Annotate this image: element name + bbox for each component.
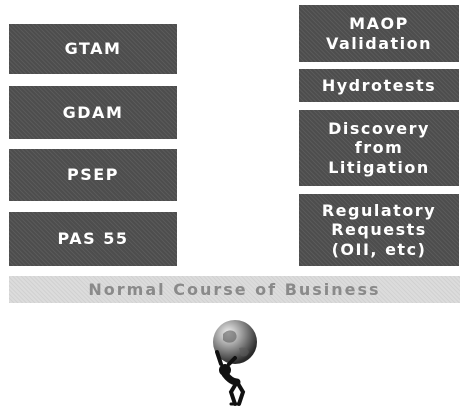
box-label-line: Validation [325, 33, 433, 53]
box-psep: PSEP [9, 149, 177, 201]
box-label-line: Regulatory [321, 201, 437, 221]
box-label-line: MAOP [349, 14, 409, 34]
box-discovery-litigation: Discovery from Litigation [299, 110, 459, 186]
foundation-bar: Normal Course of Business [9, 276, 460, 303]
box-label: GDAM [62, 102, 124, 122]
box-pas55: PAS 55 [9, 212, 177, 266]
foundation-bar-label: Normal Course of Business [88, 280, 381, 299]
box-label: PAS 55 [57, 229, 129, 249]
box-maop-validation: MAOP Validation [299, 5, 459, 62]
box-label: GTAM [64, 39, 122, 59]
box-label-line: Discovery [328, 119, 430, 139]
box-regulatory-requests: Regulatory Requests (OII, etc) [299, 194, 459, 266]
box-label-line: (OII, etc) [331, 239, 427, 259]
box-gtam: GTAM [9, 24, 177, 74]
box-label-line: Requests [331, 220, 427, 240]
atlas-carrying-globe-icon [195, 318, 275, 410]
box-label-line: Hydrotests [321, 75, 437, 95]
box-gdam: GDAM [9, 86, 177, 139]
box-label-line: Litigation [328, 157, 430, 177]
box-label: PSEP [67, 165, 119, 185]
box-label-line: from [354, 138, 404, 158]
box-hydrotests: Hydrotests [299, 69, 459, 102]
